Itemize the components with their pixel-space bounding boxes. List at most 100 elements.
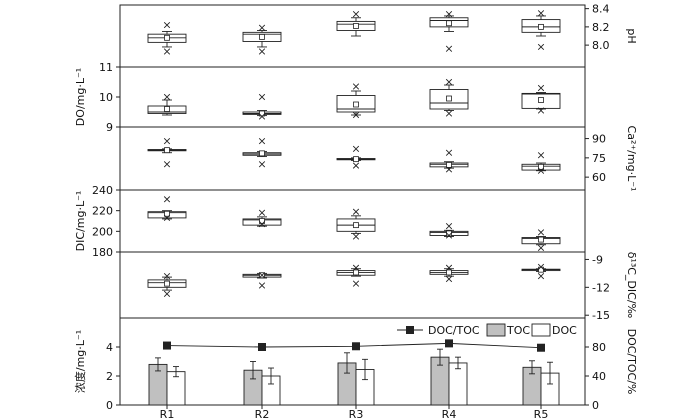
box-R2: [242, 24, 282, 55]
y-axis-label: δ¹³C_DIC/‰: [625, 252, 638, 319]
box-mean-marker: [446, 20, 452, 27]
y-axis-label: DO/mg·L⁻¹: [74, 68, 87, 126]
box-R2: [242, 272, 282, 289]
outlier-marker: [258, 24, 266, 31]
box-mean-marker: [446, 95, 452, 102]
box-mean-marker: [164, 106, 170, 112]
box-mean-marker: [353, 101, 359, 108]
y-tick-label: 11: [99, 61, 113, 74]
box-mean-marker: [538, 236, 544, 243]
outlier-marker: [352, 145, 360, 152]
panel-d13C: -15 -12 -9 δ¹³C_DIC/‰: [147, 252, 638, 322]
box-R4: [429, 149, 469, 173]
y-tick-label: 220: [92, 205, 113, 218]
outlier-marker: [537, 263, 545, 270]
box-mean-marker: [538, 163, 544, 170]
box-R5: [521, 84, 561, 114]
outlier-marker: [258, 282, 266, 289]
outlier-marker: [258, 138, 266, 145]
legend-label-TOC: TOC: [506, 324, 530, 337]
outlier-marker: [163, 290, 171, 297]
box-mean-marker: [164, 280, 170, 287]
y-tick-label: 2: [106, 370, 113, 383]
y-axis-label: Ca²⁺/mg·L⁻¹: [625, 126, 638, 192]
box-mean-marker: [538, 266, 544, 273]
outlier-marker: [445, 166, 453, 173]
line-point-R2: [258, 343, 266, 351]
outlier-marker: [352, 208, 360, 215]
y-tick-label: 90: [592, 133, 606, 146]
outlier-marker: [352, 111, 360, 119]
y-axis-label: 浓度/mg·L⁻¹: [73, 330, 87, 393]
line-point-R3: [352, 342, 360, 351]
box-R3: [336, 83, 376, 119]
box-R2: [242, 93, 282, 120]
y-tick-label: 8.0: [592, 39, 610, 52]
box-R5: [521, 152, 561, 174]
outlier-marker: [445, 78, 453, 86]
y-tick-label: 4: [106, 341, 113, 354]
y-tick-label: 60: [592, 171, 606, 184]
y-axis-label: DIC/mg·L⁻¹: [74, 191, 87, 252]
box-R5: [521, 229, 561, 251]
outlier-marker: [258, 48, 266, 55]
y-tick-label: 8.2: [592, 21, 610, 34]
y-tick-label: 9: [106, 121, 113, 134]
box-R4: [429, 78, 469, 117]
y2-tick-label: 0: [592, 399, 599, 412]
outlier-marker: [537, 167, 545, 174]
legend-swatch-TOC: [486, 323, 506, 337]
line-point-R5: [537, 343, 545, 352]
outlier-marker: [352, 233, 360, 240]
legend-swatch-DOC: [531, 323, 551, 337]
outlier-marker: [163, 161, 171, 168]
box-R1: [147, 21, 187, 55]
outlier-marker: [445, 264, 453, 271]
box-R3: [336, 208, 376, 240]
legend-marker-DOC/TOC: [406, 326, 414, 334]
line-point-R4: [445, 339, 453, 348]
legend-label-DOC/TOC: DOC/TOC: [428, 324, 480, 337]
outlier-marker: [352, 264, 360, 271]
outlier-marker: [352, 162, 360, 169]
outlier-marker: [163, 48, 171, 55]
box-R5: [521, 263, 561, 280]
y-tick-label: 180: [92, 246, 113, 259]
outlier-marker: [258, 93, 266, 101]
box-mean-marker: [259, 150, 265, 157]
y-tick-label: -12: [592, 281, 610, 294]
box-R5: [521, 10, 561, 51]
x-tick-label: R5: [534, 408, 549, 420]
box-mean-marker: [164, 210, 170, 217]
outlier-marker: [445, 45, 453, 52]
y2-tick-label: 40: [592, 370, 606, 383]
box-mean-marker: [164, 147, 170, 154]
y-tick-label: 240: [92, 184, 113, 197]
outlier-marker: [537, 273, 545, 280]
y-tick-label: -15: [592, 309, 610, 322]
box-R4: [429, 264, 469, 283]
outlier-marker: [258, 113, 266, 120]
box-R2: [242, 138, 282, 168]
box-mean-marker: [353, 23, 359, 29]
y2-axis-label: DOC/TOC/%: [625, 329, 638, 395]
box-R3: [336, 264, 376, 287]
panel-frame-5: [119, 251, 586, 319]
x-tick-label: R3: [349, 408, 364, 420]
y-tick-label: 75: [592, 152, 606, 165]
outlier-marker: [445, 10, 453, 18]
panel-Ca: 60 75 90 Ca²⁺/mg·L⁻¹: [147, 126, 638, 192]
x-tick-label: R4: [442, 408, 457, 420]
box-mean-marker: [538, 97, 544, 103]
box-R1: [147, 138, 187, 168]
y-axis-label: pH: [625, 28, 638, 43]
box-mean-marker: [259, 34, 265, 40]
outlier-marker: [445, 232, 453, 239]
outlier-marker: [537, 229, 545, 236]
outlier-marker: [445, 149, 453, 156]
y-tick-label: 0: [106, 399, 113, 412]
box-R3: [336, 145, 376, 169]
y-tick-label: -9: [592, 253, 603, 266]
